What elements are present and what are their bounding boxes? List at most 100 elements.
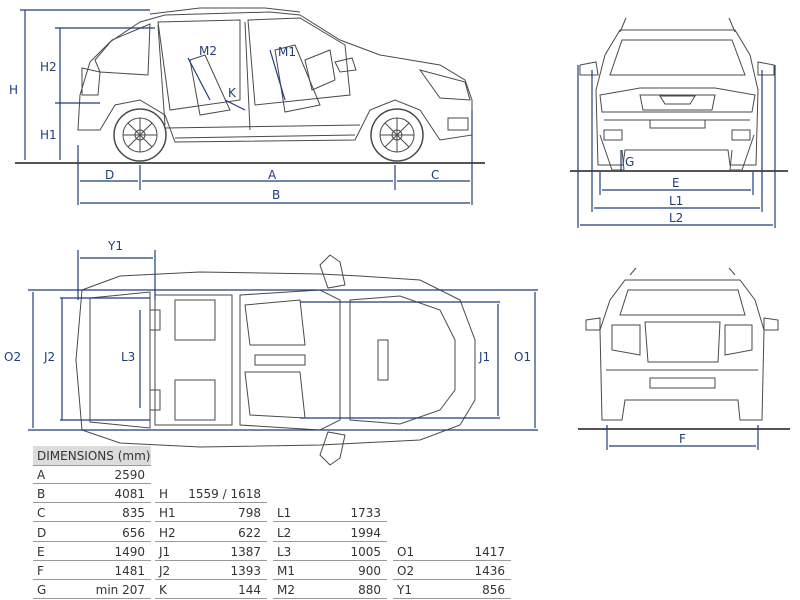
dimension-value: min 207 — [95, 583, 145, 598]
side-rear-wheel — [113, 108, 167, 162]
table-row: D 656 — [33, 524, 151, 542]
dimension-value: 2590 — [114, 468, 145, 482]
dimension-key: K — [159, 583, 167, 598]
table-row: H2 622 — [155, 524, 267, 542]
dimension-value: 144 — [238, 583, 261, 598]
dimension-key: B — [37, 487, 46, 502]
dimension-key: A — [37, 468, 46, 482]
label-G: G — [625, 155, 634, 169]
label-L1: L1 — [669, 194, 683, 208]
table-row: F 1481 — [33, 562, 151, 580]
dimension-value: 1490 — [114, 544, 145, 559]
label-B: B — [272, 188, 280, 202]
dimension-key: D — [37, 525, 47, 540]
dimension-value: 1733 — [350, 506, 381, 521]
side-dimension-lines — [20, 9, 473, 205]
dimension-value: 4081 — [114, 487, 145, 502]
table-row: H 1559 / 1618 — [155, 485, 267, 504]
label-L2: L2 — [669, 211, 683, 225]
dimension-value: 622 — [238, 525, 261, 540]
dimension-key: F — [37, 564, 44, 578]
table-row: L1 1733 — [273, 504, 387, 523]
label-O2: O2 — [4, 350, 21, 364]
label-C: C — [431, 168, 439, 182]
table-row: M2 880 — [273, 581, 387, 600]
label-K: K — [228, 86, 237, 100]
rear-view — [578, 267, 790, 430]
top-dimension-labels: Y1 O2 J2 L3 J1 O1 — [4, 239, 531, 364]
label-H: H — [9, 83, 18, 97]
table-row: J1 1387 — [155, 543, 267, 561]
label-M2: M2 — [199, 44, 217, 58]
dimension-key: M2 — [277, 583, 295, 598]
dimension-key: M1 — [277, 564, 295, 578]
table-row: L3 1005 — [273, 543, 387, 561]
dimension-value: 1417 — [474, 544, 505, 559]
dimension-key: E — [37, 544, 45, 559]
dimension-key: H — [159, 487, 169, 502]
dimension-key: L1 — [277, 506, 292, 521]
side-front-wheel — [370, 108, 424, 162]
rear-dimension-labels: F — [679, 432, 686, 446]
side-view — [15, 7, 485, 164]
label-F: F — [679, 432, 686, 446]
dimension-value: 880 — [358, 583, 381, 598]
dimension-value: 1387 — [230, 544, 261, 559]
label-Y1: Y1 — [107, 239, 123, 253]
dimension-key: Y1 — [397, 583, 412, 598]
dimension-key: L2 — [277, 525, 292, 540]
label-H1: H1 — [40, 128, 57, 142]
front-dimension-lines — [577, 65, 776, 228]
rear-dimension-lines — [606, 425, 759, 450]
label-H2: H2 — [40, 60, 57, 74]
front-view — [570, 17, 788, 172]
table-row: E 1490 — [33, 543, 151, 561]
table-row: H1 798 — [155, 504, 267, 523]
dimension-value: 1436 — [474, 564, 505, 578]
dimension-key: J1 — [159, 544, 171, 559]
dimension-value: 856 — [482, 583, 505, 598]
dimension-key: H1 — [159, 506, 176, 521]
table-row: Y1 856 — [393, 581, 511, 600]
label-J1: J1 — [478, 350, 490, 364]
table-header: DIMENSIONS (mm) — [33, 446, 151, 466]
table-row: L2 1994 — [273, 524, 387, 542]
dimension-key: G — [37, 583, 47, 598]
dimension-value: 1994 — [350, 525, 381, 540]
table-row: C 835 — [33, 504, 151, 523]
label-A: A — [268, 168, 277, 182]
table-row: J2 1393 — [155, 562, 267, 580]
dimension-key: C — [37, 506, 46, 521]
top-dimension-lines — [28, 250, 538, 431]
dimension-key: O2 — [397, 564, 415, 578]
table-row: O2 1436 — [393, 562, 511, 580]
dimension-value: 900 — [358, 564, 381, 578]
table-row: K 144 — [155, 581, 267, 600]
front-dimension-labels: G E L1 L2 — [625, 155, 683, 225]
label-M1: M1 — [278, 45, 296, 59]
table-row: B 4081 — [33, 485, 151, 504]
label-L3: L3 — [121, 350, 135, 364]
side-dimension-labels: H H2 H1 M2 M1 K D A C B — [9, 44, 439, 202]
dimension-key: J2 — [159, 564, 171, 578]
label-J2: J2 — [43, 350, 55, 364]
dimension-value: 1559 / 1618 — [188, 487, 261, 502]
label-E: E — [672, 176, 680, 190]
label-O1: O1 — [514, 350, 531, 364]
dimension-value: 798 — [238, 506, 261, 521]
top-view — [75, 254, 476, 466]
dimension-value: 656 — [122, 525, 145, 540]
table-row: A 2590 — [33, 466, 151, 484]
table-row: M1 900 — [273, 562, 387, 580]
dimension-value: 1481 — [114, 564, 145, 578]
label-D: D — [105, 168, 114, 182]
dimension-key: H2 — [159, 525, 176, 540]
dimension-key: L3 — [277, 544, 292, 559]
dimension-value: 1005 — [350, 544, 381, 559]
dimension-value: 1393 — [230, 564, 261, 578]
dimension-value: 835 — [122, 506, 145, 521]
